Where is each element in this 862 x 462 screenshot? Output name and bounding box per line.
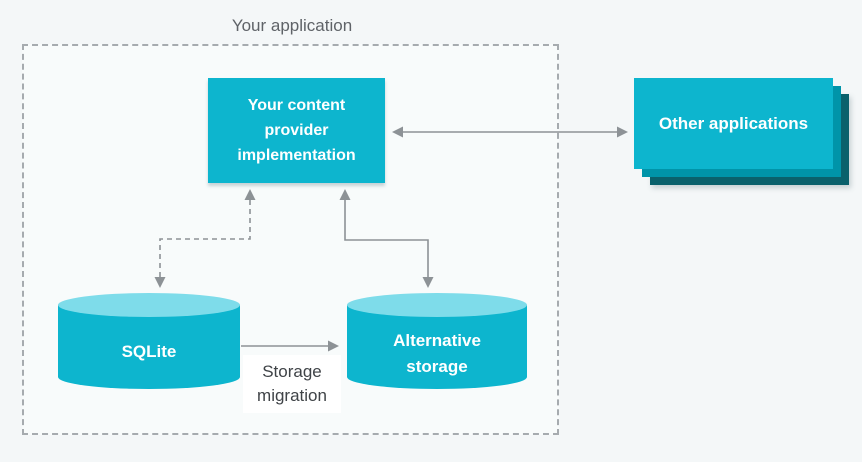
cylinder-alternative-storage [347,293,527,389]
arrow-provider-altstorage [339,189,434,288]
cylinder-sqlite [58,293,240,389]
node-other-applications: Other applications [634,78,833,169]
node-sqlite-label: SQLite [121,342,177,361]
node-content-provider: Your content provider implementation [208,78,385,183]
node-other-applications-label: Other applications [658,113,809,133]
node-content-provider-label: Your content provider implementation [237,97,356,164]
arrow-dashed-provider-sqlite [154,189,256,288]
storage-migration-label: Storage migration [243,355,341,413]
diagram-title: Your application [231,16,353,35]
node-alternative-storage-label: Alternative storage [393,331,481,376]
